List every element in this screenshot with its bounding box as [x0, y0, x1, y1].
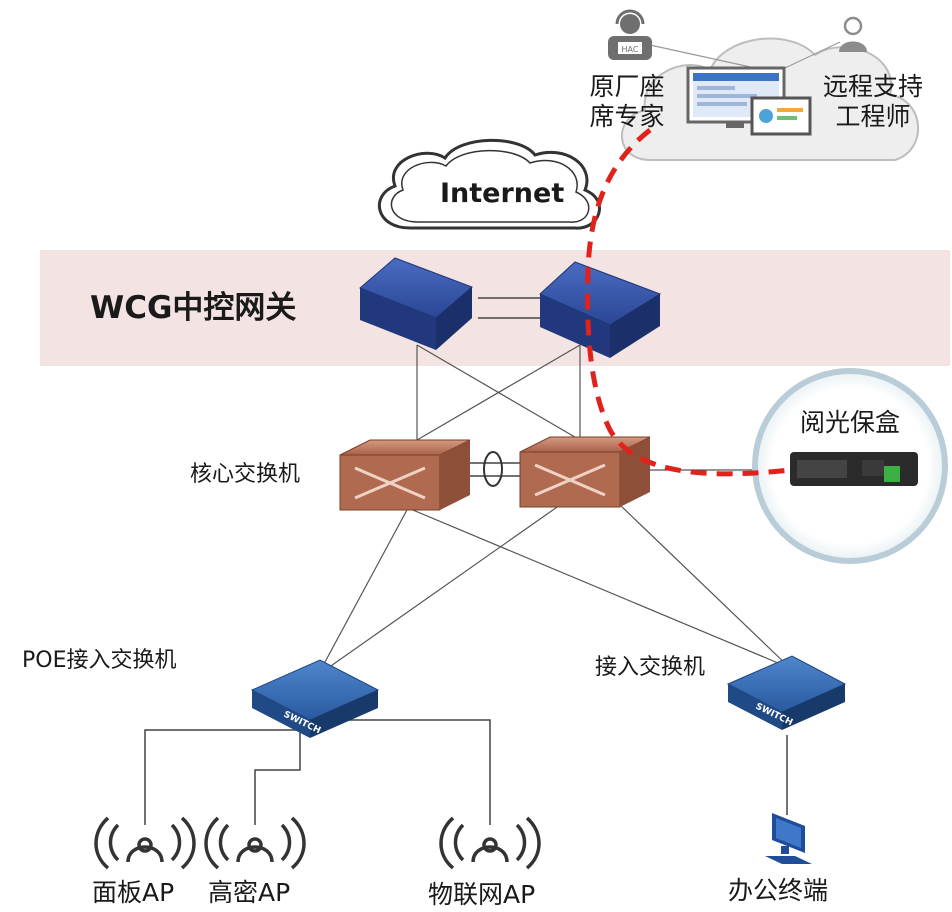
access-links [144, 719, 788, 825]
endpoint-label-iot-ap: 物联网AP [428, 880, 536, 909]
endpoint-label-panel-ap: 面板AP [92, 878, 175, 907]
engineer-label-line1: 远程支持 [822, 72, 923, 101]
internet-label: Internet [440, 178, 565, 209]
gateway-appliance-icon [359, 257, 662, 358]
svg-text:HAC: HAC [622, 45, 639, 54]
core-switch-label: 核心交换机 [190, 462, 301, 487]
internet-cloud [377, 138, 601, 230]
cloud-links [649, 41, 841, 69]
headset-agent-icon: HAC [608, 9, 652, 60]
core-interconnect [470, 451, 522, 487]
desktop-computer-icon [765, 813, 812, 864]
poe-switch-label: POE接入交换机 [22, 648, 177, 673]
engineer-label: 远程支持 工程师 [818, 72, 928, 132]
engineer-label-line2: 工程师 [835, 102, 911, 131]
core-switch-icon [339, 436, 651, 511]
monitor-dashboard-icon [686, 66, 812, 136]
gateway-interconnect [478, 297, 545, 319]
expert-label-line2: 席专家 [589, 102, 665, 131]
gateway-band [40, 250, 950, 366]
remote-support-path [585, 128, 791, 477]
appliance-halo [752, 368, 948, 564]
wireless-ap-icon [94, 816, 541, 870]
expert-label: 原厂座 席专家 [582, 72, 672, 132]
expert-label-line1: 原厂座 [589, 72, 665, 101]
access-switch-label: 接入交换机 [595, 655, 706, 680]
endpoint-label-high-density-ap: 高密AP [208, 878, 291, 907]
switch-icon: SWITCH [250, 659, 380, 738]
appliance-label: 阅光保盒 [800, 408, 901, 437]
endpoint-label-office-terminal: 办公终端 [728, 876, 829, 905]
switch-icon-access: SWITCH [726, 655, 847, 730]
person-icon [839, 16, 867, 52]
wcg-gateway-label: WCG中控网关 [90, 290, 297, 326]
